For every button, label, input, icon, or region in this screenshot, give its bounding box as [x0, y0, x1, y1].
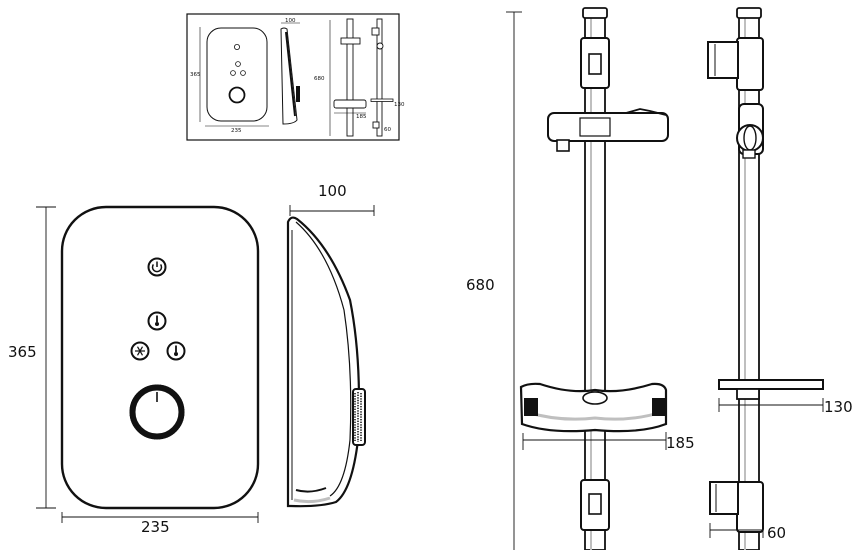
thermometer-icon [147, 311, 167, 331]
unit-depth-label: 100 [318, 182, 347, 200]
unit-side-view: 100 [286, 182, 375, 508]
thumb-wall-label: 60 [384, 127, 391, 133]
power-icon [147, 257, 167, 277]
thumbnail-overview: 235 365 100 680 185 130 60 [186, 13, 405, 141]
rail-holder-label: 185 [666, 434, 695, 452]
thermometer-icon [166, 341, 186, 361]
thumb-width-label: 235 [231, 128, 242, 134]
rail-front-view: 680 185 [466, 7, 695, 550]
thumb-bracket-label: 185 [356, 114, 367, 120]
rail-side-holder-label: 130 [824, 398, 852, 416]
thumb-holder-label: 130 [394, 102, 405, 108]
unit-height-label: 365 [8, 343, 37, 361]
rail-wall-label: 60 [767, 524, 786, 542]
rail-side-view: 130 60 [707, 7, 852, 550]
rail-length-label: 680 [466, 276, 495, 294]
eco-icon [130, 341, 150, 361]
thumb-depth-label: 100 [285, 18, 296, 24]
unit-width-label: 235 [141, 518, 170, 536]
thumb-height-label: 365 [190, 72, 201, 78]
unit-front-view: 365 235 [8, 205, 260, 536]
thumb-rail-label: 680 [314, 76, 325, 82]
temperature-dial-icon [129, 384, 185, 440]
